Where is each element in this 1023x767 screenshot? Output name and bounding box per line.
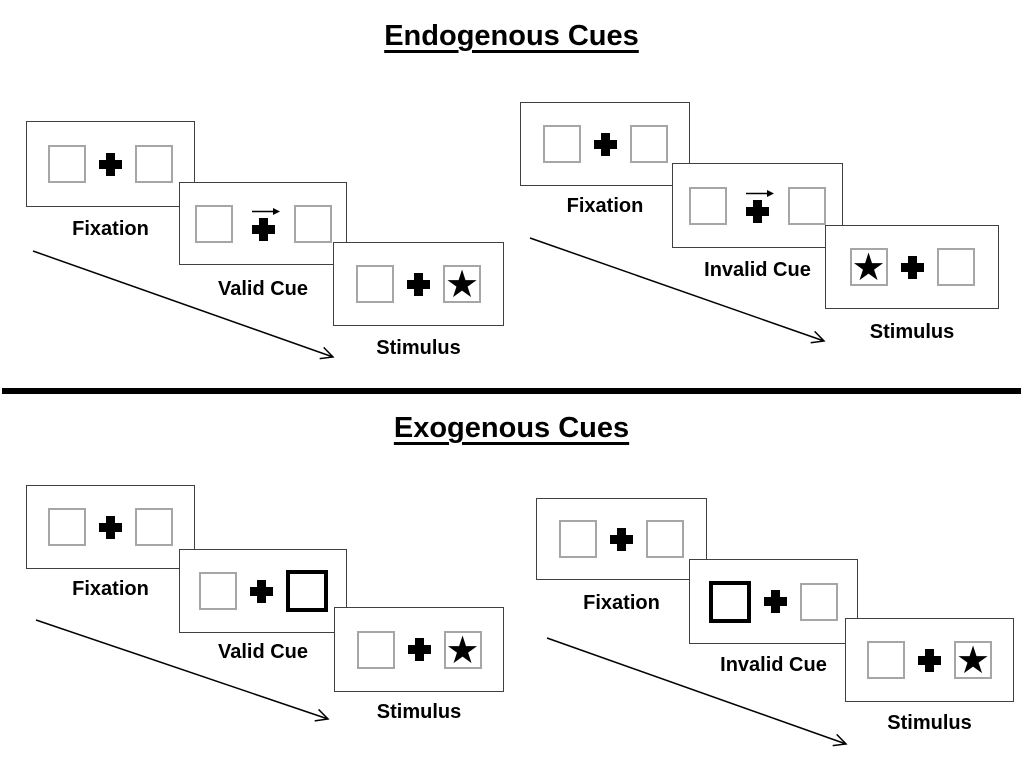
target-star-icon: ★ bbox=[444, 262, 480, 306]
stimulus-frame: ★ bbox=[333, 242, 504, 326]
time-arrow-icon bbox=[529, 237, 826, 344]
fixation-cross-icon bbox=[99, 152, 122, 176]
right-box bbox=[135, 145, 173, 183]
right-box bbox=[800, 582, 838, 621]
left-box bbox=[198, 572, 237, 610]
left-box bbox=[48, 508, 86, 546]
right-box: ★ bbox=[443, 265, 481, 303]
fixation-frame bbox=[536, 498, 707, 580]
right-box bbox=[293, 204, 332, 243]
target-star-icon: ★ bbox=[445, 627, 480, 672]
target-star-icon: ★ bbox=[955, 638, 991, 682]
frame-label: Fixation bbox=[72, 578, 149, 600]
right-box bbox=[646, 520, 684, 558]
cue-box-left bbox=[709, 580, 751, 623]
left-box bbox=[356, 630, 395, 669]
fixation-cross-icon bbox=[610, 527, 633, 551]
exogenous-section-title: Exogenous Cues bbox=[393, 412, 630, 444]
fixation-cross-icon bbox=[746, 199, 769, 223]
left-box bbox=[689, 186, 727, 225]
stimulus-frame: ★ bbox=[845, 618, 1014, 702]
frame-label: Fixation bbox=[583, 592, 660, 614]
right-box bbox=[135, 508, 173, 546]
fixation-frame bbox=[520, 102, 690, 186]
stimulus-frame: ★ bbox=[825, 225, 999, 309]
right-box bbox=[629, 125, 668, 163]
invalid-cue-frame bbox=[672, 163, 843, 248]
left-box bbox=[542, 125, 581, 163]
invalid-cue-frame bbox=[689, 559, 858, 644]
frame-label: Valid Cue bbox=[217, 641, 309, 663]
cue-arrow-right-icon bbox=[746, 189, 774, 197]
right-box: ★ bbox=[443, 627, 482, 672]
frame-label: Stimulus bbox=[887, 712, 972, 734]
fixation-cross-icon bbox=[918, 648, 941, 672]
left-box bbox=[559, 520, 597, 558]
fixation-frame bbox=[26, 121, 195, 207]
cue-center-column bbox=[740, 189, 775, 223]
frame-label: Stimulus bbox=[376, 701, 462, 723]
cue-arrow-right-icon bbox=[251, 207, 280, 215]
cue-center-column bbox=[246, 207, 281, 241]
fixation-cross-icon bbox=[251, 217, 275, 241]
left-box bbox=[194, 204, 233, 243]
left-box bbox=[48, 145, 86, 183]
fixation-cross-icon bbox=[764, 590, 787, 613]
fixation-cross-icon bbox=[249, 579, 273, 603]
fixation-cross-icon bbox=[900, 255, 924, 279]
frame-label: Valid Cue bbox=[217, 278, 309, 300]
time-arrow-icon bbox=[546, 637, 848, 747]
valid-cue-frame bbox=[179, 549, 347, 633]
right-box bbox=[936, 248, 975, 286]
section-divider bbox=[2, 388, 1021, 394]
time-arrow-icon bbox=[32, 250, 335, 360]
target-star-icon: ★ bbox=[851, 245, 886, 289]
frame-label: Fixation bbox=[72, 218, 149, 240]
fixation-frame bbox=[26, 485, 195, 569]
frame-label: Fixation bbox=[566, 195, 644, 217]
fixation-cross-icon bbox=[407, 272, 430, 296]
frame-label: Stimulus bbox=[376, 337, 461, 359]
endogenous-section-title: Endogenous Cues bbox=[384, 20, 639, 52]
fixation-cross-icon bbox=[407, 638, 431, 661]
valid-cue-frame bbox=[179, 182, 347, 265]
frame-label: Stimulus bbox=[869, 321, 955, 343]
left-box bbox=[867, 641, 905, 679]
frame-label: Invalid Cue bbox=[704, 259, 811, 281]
fixation-cross-icon bbox=[99, 515, 122, 539]
right-box bbox=[788, 186, 826, 225]
left-box: ★ bbox=[849, 245, 888, 289]
time-arrow-icon bbox=[35, 619, 330, 722]
left-box bbox=[356, 265, 394, 303]
fixation-cross-icon bbox=[593, 132, 617, 156]
cue-box-right bbox=[285, 570, 328, 612]
frame-label: Invalid Cue bbox=[720, 654, 827, 676]
stimulus-frame: ★ bbox=[334, 607, 504, 692]
right-box: ★ bbox=[954, 641, 992, 679]
